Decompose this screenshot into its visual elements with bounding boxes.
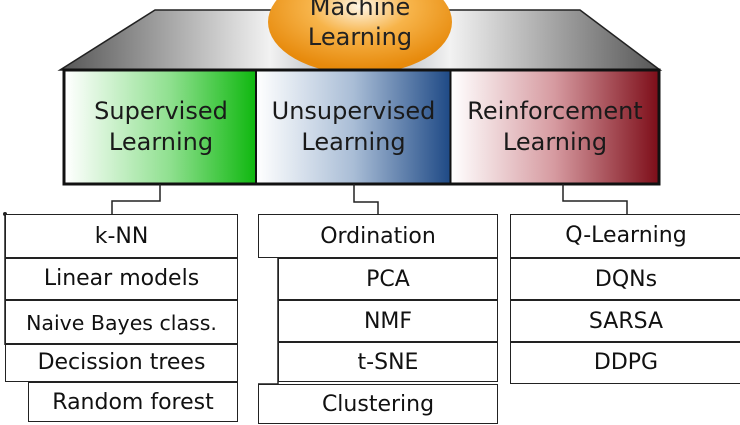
supervised-item: Decission trees (5, 344, 238, 382)
root-node-label: Machine Learning (270, 0, 450, 52)
reinforcement-item: DDPG (510, 342, 740, 384)
unsupervised-item: Ordination (258, 214, 498, 258)
category-reinforcement-label: Reinforcement Learning (452, 96, 658, 158)
unsupervised-nest-line (258, 258, 279, 385)
category-container (62, 68, 661, 186)
unsupervised-subitem: NMF (278, 300, 498, 342)
reinforcement-item: DQNs (510, 258, 740, 300)
connector-unsupervised (353, 184, 379, 214)
root-label-line1: Machine (309, 0, 411, 21)
category-label-line2: Learning (301, 128, 406, 156)
category-label-line2: Learning (108, 128, 214, 156)
category-label-line1: Supervised (94, 97, 228, 125)
supervised-item: Random forest (28, 382, 238, 422)
category-supervised-fill (65, 71, 256, 183)
unsupervised-subitem: PCA (278, 258, 498, 300)
unsupervised-item: Clustering (258, 384, 498, 424)
category-label-line1: Unsupervised (271, 97, 436, 125)
reinforcement-item: SARSA (510, 300, 740, 342)
supervised-item: Naive Bayes class. (5, 300, 238, 344)
category-reinforcement-fill (451, 71, 658, 183)
supervised-item: k-NN (5, 214, 238, 258)
root-node-circle (268, 0, 452, 74)
root-label-line2: Learning (307, 23, 413, 51)
category-supervised-label: Supervised Learning (66, 96, 256, 158)
category-label-line2: Learning (502, 128, 608, 156)
reinforcement-item: Q-Learning (510, 214, 740, 258)
unsupervised-subitem: t-SNE (278, 342, 498, 382)
category-label-line1: Reinforcement (467, 97, 643, 125)
category-unsupervised-fill (257, 71, 450, 183)
connector-supervised (111, 184, 161, 216)
category-unsupervised-label: Unsupervised Learning (257, 96, 450, 158)
supervised-item: Linear models (5, 258, 238, 300)
connector-reinforcement (562, 184, 628, 214)
